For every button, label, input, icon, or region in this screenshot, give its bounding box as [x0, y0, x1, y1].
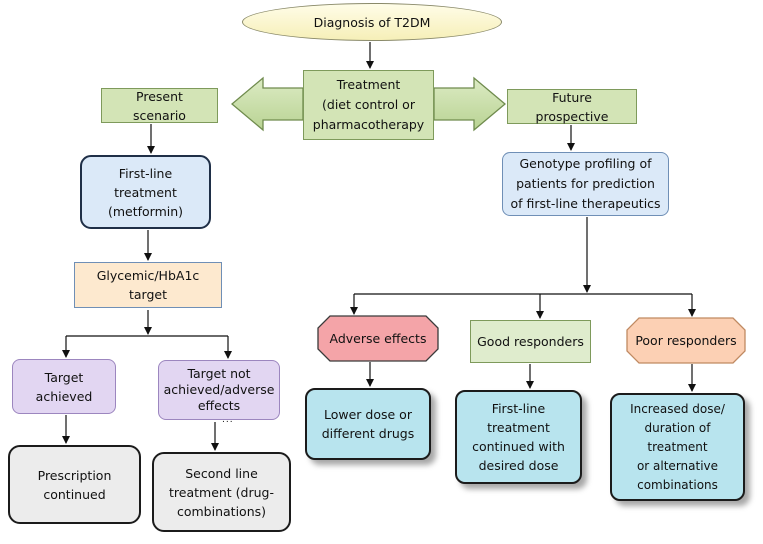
- lower-dose-label: Lower dose or different drugs: [321, 407, 415, 441]
- dots-mark: ...: [222, 415, 234, 425]
- second-line-treatment-label: Second line treatment (drug- combination…: [169, 465, 274, 519]
- adverse-effects-node: Adverse effects: [318, 316, 438, 361]
- prescription-continued-node: Prescription continued: [8, 445, 141, 524]
- glycemic-target-label: Glycemic/HbA1c target: [96, 268, 200, 302]
- diagnosis-label: Diagnosis of T2DM: [313, 14, 431, 30]
- first-line-treatment-node: First-line treatment (metformin): [80, 155, 211, 229]
- present-scenario-label: Present scenario: [133, 88, 186, 123]
- lower-dose-node: Lower dose or different drugs: [305, 388, 431, 460]
- poor-responders-node: Poor responders: [627, 318, 745, 363]
- poor-responders-shape: [626, 317, 746, 364]
- diagnosis-node: Diagnosis of T2DM: [242, 3, 502, 41]
- treatment-label: Treatment (diet control or pharmacothera…: [312, 77, 425, 132]
- first-line-treatment-label: First-line treatment (metformin): [107, 165, 184, 219]
- glycemic-target-node: Glycemic/HbA1c target: [74, 262, 222, 308]
- adverse-effects-shape: [317, 315, 439, 362]
- target-achieved-label: Target achieved: [35, 369, 93, 404]
- genotype-profiling-node: Genotype profiling of patients for predi…: [502, 152, 669, 216]
- left-block-arrow: [230, 76, 304, 132]
- good-responders-node: Good responders: [470, 320, 591, 363]
- increased-dose-node: Increased dose/ duration of treatment or…: [610, 393, 745, 501]
- first-line-continued-node: First-line treatment continued with desi…: [455, 390, 582, 484]
- prescription-continued-label: Prescription continued: [37, 467, 112, 502]
- genotype-profiling-label: Genotype profiling of patients for predi…: [510, 156, 661, 211]
- future-prospective-label: Future prospective: [535, 89, 609, 124]
- right-block-arrow: [433, 76, 507, 132]
- target-not-achieved-label: Target not achieved/adverse effects: [163, 366, 275, 413]
- first-line-continued-label: First-line treatment continued with desi…: [472, 401, 565, 473]
- good-responders-label: Good responders: [477, 334, 584, 349]
- increased-dose-label: Increased dose/ duration of treatment or…: [630, 401, 725, 492]
- second-line-treatment-node: Second line treatment (drug- combination…: [152, 452, 291, 532]
- target-achieved-node: Target achieved: [12, 359, 116, 414]
- target-not-achieved-node: Target not achieved/adverse effects: [158, 360, 280, 420]
- present-scenario-node: Present scenario: [101, 88, 218, 123]
- poor-responders-label: Poor responders: [635, 333, 737, 348]
- treatment-node: Treatment (diet control or pharmacothera…: [303, 70, 434, 140]
- future-prospective-node: Future prospective: [507, 89, 637, 124]
- adverse-effects-label: Adverse effects: [329, 331, 427, 346]
